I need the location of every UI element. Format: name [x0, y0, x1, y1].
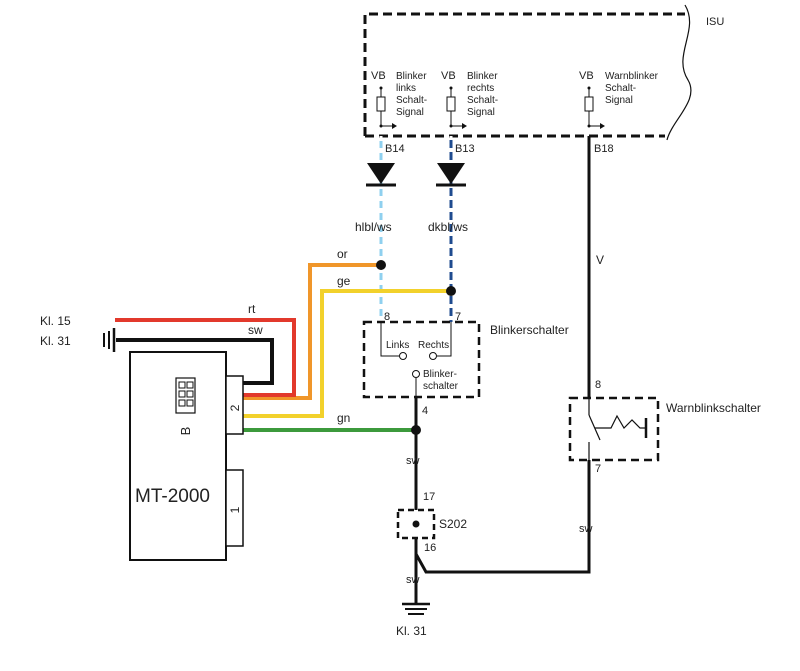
warnblinkschalter-title: Warnblinkschalter [666, 401, 761, 415]
isu-desc-line: Signal [396, 107, 424, 118]
ground-symbol-bottom [402, 602, 430, 615]
isu-pin-label: B18 [594, 143, 614, 155]
label-hlbl-ws: hlbl/ws [355, 220, 392, 234]
module-name: MT-2000 [135, 486, 210, 507]
wire-s202-out [414, 460, 591, 574]
blinkerschalter-title: Blinkerschalter [490, 323, 569, 337]
warnblinkschalter-pin-7: 7 [595, 463, 601, 475]
label-black-mid: sw [406, 455, 420, 467]
connector-2-label: 2 [228, 404, 242, 411]
ground-symbol-left [103, 328, 116, 352]
diode-right [436, 163, 466, 187]
label-orange: or [337, 247, 348, 261]
label-black-bottom: sw [406, 574, 420, 586]
label-green: gn [337, 411, 350, 425]
isu-desc-line: Warnblinker [605, 71, 659, 82]
label-yellow: ge [337, 274, 351, 288]
blinkerschalter-links: Links [386, 340, 409, 351]
diode-left [366, 163, 396, 187]
isu-desc-line: links [396, 83, 416, 94]
isu-signal-hazard: VB Warnblinker Schalt- Signal B18 [579, 70, 659, 155]
blinkerschalter-pin-4: 4 [422, 405, 428, 417]
s202-pin-17: 17 [423, 491, 435, 503]
connector-b-label: B [178, 427, 193, 436]
mt2000-module: B 2 1 MT-2000 [129, 351, 244, 561]
label-hazard-out: sw [579, 523, 593, 535]
label-dkbl-ws: dkbl/ws [428, 220, 468, 234]
isu-desc-line: Schalt- [467, 95, 498, 106]
blinkerschalter-rechts: Rechts [418, 340, 449, 351]
terminal-kl31-left: Kl. 31 [40, 334, 71, 348]
warnblinkschalter-pin-8: 8 [595, 379, 601, 391]
blinkerschalter-pin-8: 8 [384, 311, 390, 323]
terminal-kl31-bottom: Kl. 31 [396, 624, 427, 638]
isu-vb-label: VB [441, 70, 456, 82]
connector-1-label: 1 [228, 506, 242, 513]
warnblinkschalter-box [568, 396, 660, 462]
warnblinkschalter-switch [588, 398, 648, 460]
isu-vb-label: VB [371, 70, 386, 82]
s202-name: S202 [439, 517, 467, 531]
label-violet: V [596, 253, 604, 267]
isu-vb-label: VB [579, 70, 594, 82]
wire-red [115, 318, 296, 397]
isu-pin-label: B14 [385, 143, 405, 155]
blinkerschalter-pin-7: 7 [455, 311, 461, 323]
isu-desc-line: Schalt- [396, 95, 427, 106]
blinkerschalter-box [362, 320, 481, 399]
isu-desc-line: Blinker [467, 71, 498, 82]
terminal-kl15: Kl. 15 [40, 314, 71, 328]
isu-break-edge [666, 4, 692, 141]
label-red: rt [248, 302, 256, 316]
label-black-top: sw [248, 323, 263, 337]
isu-desc-line: Schalt- [605, 83, 636, 94]
blinkerschalter-internals [380, 322, 452, 397]
isu-desc-line: Signal [605, 95, 633, 106]
isu-desc-line: rechts [467, 83, 494, 94]
blinkerschalter-common: schalter [423, 381, 459, 392]
wire-yellow [243, 289, 451, 418]
isu-box [363, 12, 685, 138]
s202-pin-16: 16 [424, 542, 436, 554]
wire-orange [243, 263, 381, 400]
blinkerschalter-common: Blinker- [423, 369, 457, 380]
isu-signal-left: VB Blinker links Schalt- Signal B14 [371, 70, 427, 155]
isu-pin-label: B13 [455, 143, 475, 155]
isu-signal-right: VB Blinker rechts Schalt- Signal B13 [441, 70, 498, 155]
wire-black-top [116, 338, 274, 385]
isu-title: ISU [706, 16, 724, 28]
isu-desc-line: Signal [467, 107, 495, 118]
isu-desc-line: Blinker [396, 71, 427, 82]
